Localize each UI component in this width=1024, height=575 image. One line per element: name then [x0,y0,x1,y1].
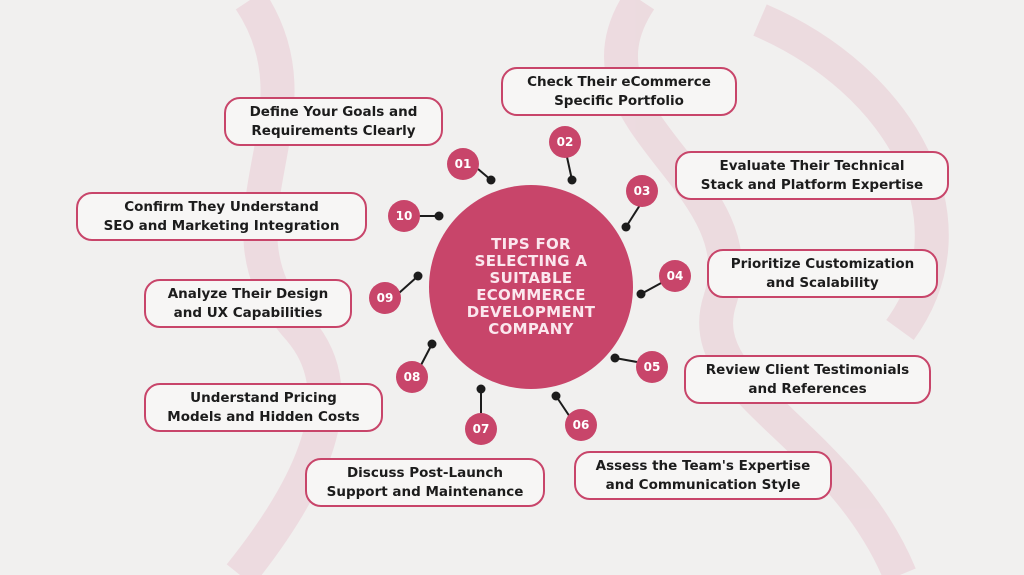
tip-text-07: Discuss Post-Launch Support and Maintena… [326,464,524,500]
connector-dot-10 [434,211,444,221]
number-badge-06: 06 [565,409,597,441]
tip-box-04: Prioritize Customization and Scalability [707,249,938,298]
tip-box-05: Review Client Testimonials and Reference… [684,355,931,404]
tip-box-02: Check Their eCommerce Specific Portfolio [501,67,737,116]
tip-text-05: Review Client Testimonials and Reference… [705,361,910,397]
number-badge-04: 04 [659,260,691,292]
center-title: Tips for Selecting a Suitable eCommerce … [466,235,596,338]
number-badge-01: 01 [447,148,479,180]
tip-text-04: Prioritize Customization and Scalability [730,255,915,291]
connector-dot-07 [476,384,486,394]
tip-box-08: Understand Pricing Models and Hidden Cos… [144,383,383,432]
tip-text-01: Define Your Goals and Requirements Clear… [249,103,418,139]
tip-box-03: Evaluate Their Technical Stack and Platf… [675,151,949,200]
number-badge-05: 05 [636,351,668,383]
tip-box-01: Define Your Goals and Requirements Clear… [224,97,443,146]
tip-text-03: Evaluate Their Technical Stack and Platf… [700,157,924,193]
connector-dot-08 [427,339,437,349]
tip-text-06: Assess the Team's Expertise and Communic… [595,457,811,493]
tip-box-10: Confirm They Understand SEO and Marketin… [76,192,367,241]
connector-dot-02 [567,175,577,185]
number-badge-10: 10 [388,200,420,232]
connector-dot-09 [413,271,423,281]
center-circle: Tips for Selecting a Suitable eCommerce … [429,185,633,389]
number-badge-09: 09 [369,282,401,314]
number-badge-07: 07 [465,413,497,445]
connector-dot-01 [486,175,496,185]
number-badge-03: 03 [626,175,658,207]
tip-text-08: Understand Pricing Models and Hidden Cos… [167,389,360,425]
tip-text-09: Analyze Their Design and UX Capabilities [167,285,329,321]
number-badge-02: 02 [549,126,581,158]
connector-lines [398,156,664,421]
connector-dot-04 [636,289,646,299]
tip-text-02: Check Their eCommerce Specific Portfolio [527,73,711,109]
tip-box-07: Discuss Post-Launch Support and Maintena… [305,458,545,507]
tip-text-10: Confirm They Understand SEO and Marketin… [103,198,340,234]
number-badge-08: 08 [396,361,428,393]
connector-dot-05 [610,353,620,363]
connector-dot-03 [621,222,631,232]
tip-box-06: Assess the Team's Expertise and Communic… [574,451,832,500]
connector-dot-06 [551,391,561,401]
tip-box-09: Analyze Their Design and UX Capabilities [144,279,352,328]
